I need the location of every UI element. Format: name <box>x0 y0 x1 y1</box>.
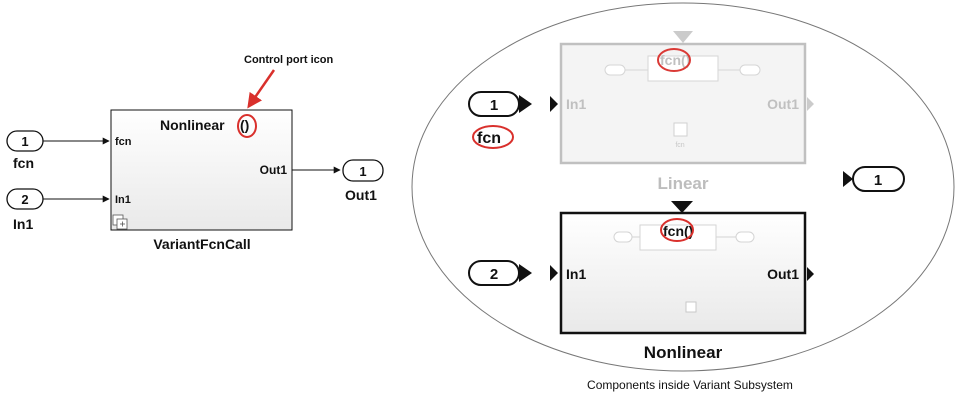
variant-caption: Components inside Variant Subsystem <box>587 378 793 392</box>
inport-number: 2 <box>490 266 498 283</box>
linear-block-name: Linear <box>657 174 708 193</box>
control-port-highlight <box>237 114 257 138</box>
variant-badge-icon <box>112 214 128 230</box>
linear-fcn-highlight <box>657 48 691 72</box>
linear-fcn-label: fcn() <box>660 52 690 68</box>
block-inport-label-in1: In1 <box>115 194 131 206</box>
function-element-icon <box>673 122 688 137</box>
mini-outport-icon <box>735 231 755 243</box>
nonlinear-fcn-label: fcn() <box>663 223 693 239</box>
inport-name: fcn <box>13 155 34 171</box>
linear-inport-label: In1 <box>566 96 586 112</box>
control-port-icon: () <box>240 117 249 133</box>
outport-out1[interactable]: 1 Out1 <box>342 159 384 203</box>
block-outport-label: Out1 <box>260 163 288 177</box>
nonlinear-inport-label: In1 <box>566 266 586 282</box>
linear-outport-label: Out1 <box>767 96 799 112</box>
inport-number: 2 <box>21 192 28 207</box>
nonlinear-inport-arrow <box>550 265 558 281</box>
linear-outport-arrow <box>807 97 814 111</box>
nonlinear-variant-block[interactable]: fcn() In1 Out1 <box>559 201 814 335</box>
control-port-marker-icon <box>671 201 693 213</box>
inport-in1[interactable]: 2 In1 <box>6 188 44 232</box>
variant-subsystem-boundary <box>411 2 955 372</box>
outport-name: Out1 <box>345 187 377 203</box>
inport-number: 1 <box>21 134 28 149</box>
inport-name: fcn <box>477 130 501 147</box>
outport-number: 1 <box>359 164 366 179</box>
inport-number: 1 <box>490 97 498 114</box>
mini-outport-icon <box>739 64 761 76</box>
control-port-marker-icon <box>673 31 693 43</box>
callout-arrow <box>247 69 276 109</box>
nonlinear-outport-arrow <box>807 267 814 281</box>
block-inport-label-fcn: fcn <box>115 136 132 148</box>
variant-inport-fcn[interactable]: 1 fcn <box>468 91 532 149</box>
nonlinear-fcn-highlight <box>660 218 694 242</box>
fcn-subsystem-icon <box>639 224 717 251</box>
block-title: Nonlinear <box>160 117 225 133</box>
linear-small-label: fcn <box>675 142 684 149</box>
variant-outport[interactable]: 1 <box>843 166 905 192</box>
linear-inport-arrow <box>550 96 558 112</box>
mini-inport-icon <box>604 64 626 76</box>
inport-name: In1 <box>13 216 33 232</box>
variant-fcn-call-block[interactable]: Nonlinear () fcn In1 Out1 <box>110 109 293 231</box>
inport-fcn-highlight <box>472 125 514 149</box>
inport-fcn[interactable]: 1 fcn <box>6 130 44 171</box>
nonlinear-block-name: Nonlinear <box>644 343 723 362</box>
variant-inport-in1[interactable]: 2 <box>468 260 532 286</box>
mini-inport-icon <box>613 231 633 243</box>
block-name: VariantFcnCall <box>153 236 250 252</box>
callout-label: Control port icon <box>244 54 333 66</box>
linear-variant-block[interactable]: fcn() In1 Out1 fcn <box>559 31 814 165</box>
nonlinear-outport-label: Out1 <box>767 266 799 282</box>
outport-number: 1 <box>874 172 882 189</box>
function-element-icon <box>685 301 697 313</box>
